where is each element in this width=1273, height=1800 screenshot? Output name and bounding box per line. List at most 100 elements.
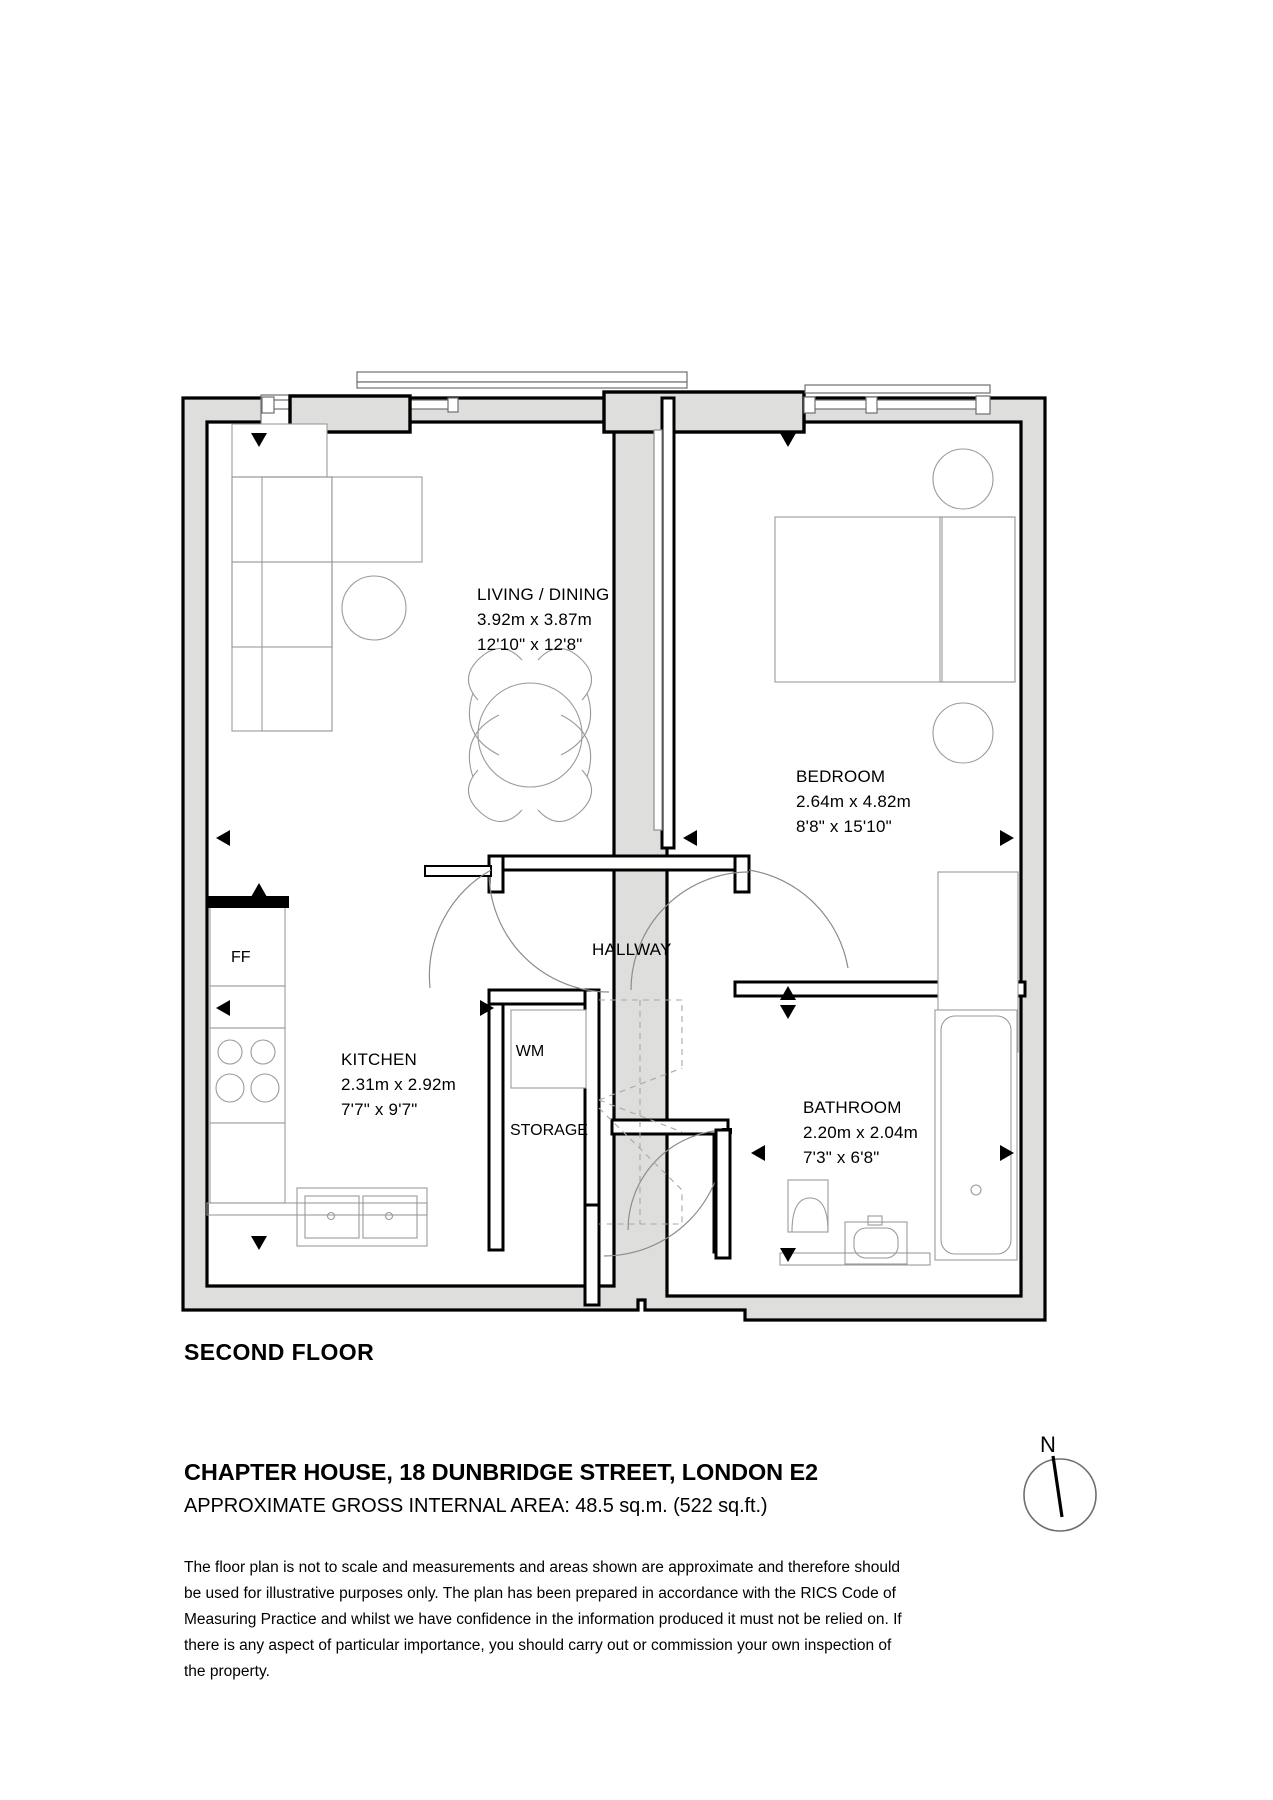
wall-storage-top <box>487 988 601 1006</box>
dim-arrow-bedroom-bottom <box>780 986 796 1000</box>
door-swing-living <box>488 871 610 993</box>
compass-north-label: N <box>1040 1432 1056 1457</box>
wall-storage-right-lower <box>583 1203 601 1307</box>
bathtub-inner <box>940 1015 1012 1255</box>
dining-chair-2b <box>560 692 592 756</box>
sink-drain-2 <box>384 1211 394 1221</box>
toilet-pan <box>791 1197 829 1233</box>
compass-rose-icon: N <box>1023 1432 1097 1532</box>
window-track-right <box>803 399 991 410</box>
window-rail-right <box>804 384 991 394</box>
hob-ring-4 <box>250 1073 280 1103</box>
bed <box>774 516 1016 683</box>
bedside-lamp-top <box>932 448 994 510</box>
furniture-living-dining <box>231 423 593 823</box>
label-bedroom-metric: 2.64m x 4.82m <box>796 792 911 811</box>
dim-arrow-bathroom-left <box>751 1145 765 1161</box>
door-swing-bedroom-2 <box>748 869 849 969</box>
dining-chair-4b <box>560 714 592 778</box>
label-bathroom-metric: 2.20m x 2.04m <box>803 1123 918 1142</box>
wall-storage-right <box>583 988 601 1207</box>
door-swing-living-2 <box>428 869 492 989</box>
storage-door-dashed-2 <box>598 1067 683 1101</box>
partition-glazing <box>653 429 663 831</box>
sink-counter <box>296 1187 428 1247</box>
dim-arrow-living-left <box>216 830 230 846</box>
dining-chair-2 <box>537 647 593 701</box>
label-fridge-freezer: FF <box>231 949 251 966</box>
internal-walls <box>487 396 1027 1307</box>
dim-arrow-kitchen-bottom <box>251 1236 267 1250</box>
console-table <box>231 423 328 478</box>
window-rail-2 <box>356 381 688 389</box>
dim-arrow-bedroom-top <box>780 433 796 447</box>
dining-chair-3 <box>467 769 523 823</box>
label-living-dining-metric: 3.92m x 3.87m <box>477 610 592 629</box>
dining-chair-1 <box>467 647 523 701</box>
window-stop-right-2 <box>865 396 878 414</box>
label-storage-name: STORAGE <box>510 1122 588 1139</box>
hob-unit <box>209 1027 286 1124</box>
room-labels: LIVING / DINING 3.92m x 3.87m 12'10" x 1… <box>231 585 918 1167</box>
storage-door-dashed-1 <box>599 999 683 1068</box>
dining-chair-4 <box>537 769 593 823</box>
wall-kitchen-storage <box>487 988 505 1252</box>
disclaimer-line-3: Measuring Practice and whilst we have co… <box>184 1611 902 1628</box>
dimension-markers <box>216 433 1014 1262</box>
bed-headboard <box>939 516 1016 683</box>
window-stop-left-2 <box>447 397 459 413</box>
window-rail <box>356 371 688 383</box>
bathroom-ledge <box>779 1252 931 1266</box>
label-kitchen-name: KITCHEN <box>341 1050 417 1069</box>
coffee-table <box>341 575 407 641</box>
label-kitchen-metric: 2.31m x 2.92m <box>341 1075 456 1094</box>
washing-machine-unit <box>510 1009 587 1089</box>
dining-chair-3b <box>468 714 500 778</box>
disclaimer-block: The floor plan is not to scale and measu… <box>184 1559 902 1680</box>
kitchen-base-unit-2 <box>209 1122 286 1204</box>
label-living-dining-name: LIVING / DINING <box>477 585 609 604</box>
dim-arrow-bedroom-right <box>1000 830 1014 846</box>
window-stop-right <box>803 396 816 414</box>
bathtub <box>934 1009 1018 1261</box>
basin-tap <box>867 1215 883 1226</box>
label-hallway-name: HALLWAY <box>592 940 672 959</box>
bathtub-drain <box>970 1184 982 1196</box>
label-living-dining-imperial: 12'10" x 12'8" <box>477 635 583 654</box>
address-title: CHAPTER HOUSE, 18 DUNBRIDGE STREET, LOND… <box>184 1459 818 1485</box>
label-bathroom-name: BATHROOM <box>803 1098 902 1117</box>
bedside-lamp-bottom <box>932 702 994 764</box>
balcony-door-leaf-right <box>602 390 806 434</box>
door-swing-bedroom <box>630 871 750 991</box>
dim-arrow-bedroom-left <box>683 830 697 846</box>
wall-hallway-top <box>487 854 751 872</box>
wall-living-bedroom <box>660 396 676 850</box>
hob-ring-2 <box>250 1039 276 1065</box>
window-stop-left <box>261 396 275 414</box>
furniture-kitchen <box>206 896 428 1247</box>
dim-arrow-bathroom-top <box>780 1005 796 1019</box>
door-frame-entry <box>714 1128 732 1260</box>
kitchen-counter-edge <box>206 1202 428 1216</box>
label-washing-machine: WM <box>516 1043 544 1060</box>
dim-arrow-bathroom-right <box>1000 1145 1014 1161</box>
label-bathroom-imperial: 7'3" x 6'8" <box>803 1148 880 1167</box>
sofa-cushion-2 <box>231 561 333 648</box>
doors <box>424 865 849 1260</box>
hob-ring-1 <box>217 1039 243 1065</box>
dining-table <box>477 682 583 788</box>
disclaimer-line-4: there is any aspect of particular import… <box>184 1637 892 1654</box>
fridge-freezer-unit <box>209 905 286 987</box>
area-line: APPROXIMATE GROSS INTERNAL AREA: 48.5 sq… <box>184 1495 767 1517</box>
label-bedroom-name: BEDROOM <box>796 767 885 786</box>
dim-arrow-bathroom-bottom <box>780 1248 796 1262</box>
toilet-cistern <box>787 1179 829 1233</box>
wall-hall-bottom <box>610 1118 730 1136</box>
dim-arrow-kitchen-right <box>480 1000 494 1016</box>
basin-counter <box>844 1221 908 1265</box>
floor-title: SECOND FLOOR <box>184 1339 374 1365</box>
dim-arrow-living-top <box>251 433 267 447</box>
